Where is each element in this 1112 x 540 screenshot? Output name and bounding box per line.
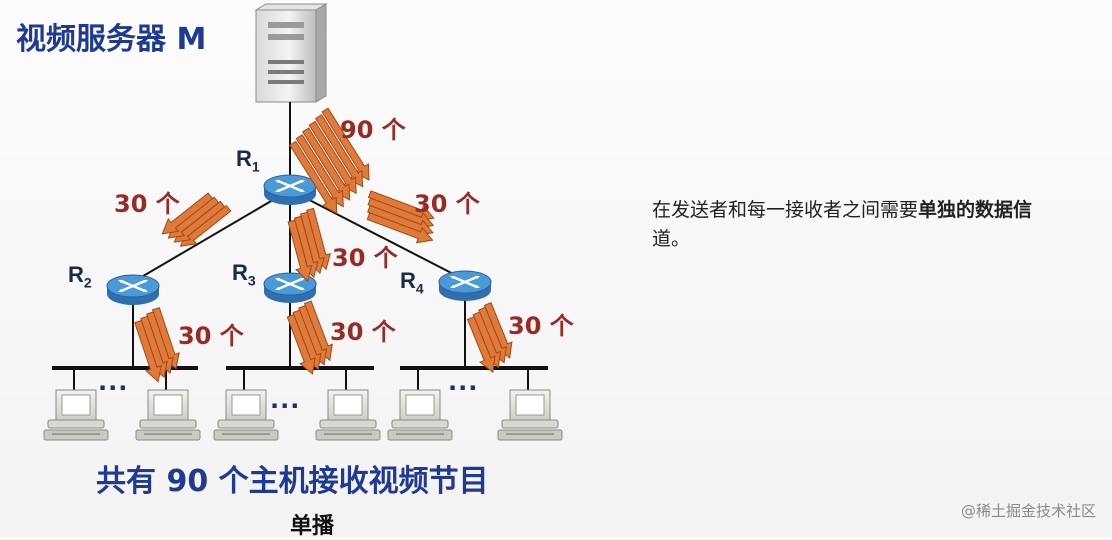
router-r4-label: R4 [400, 268, 424, 297]
count-r1-to-r3: 30 个 [332, 244, 398, 272]
flow-arrow [286, 314, 316, 375]
more-hosts-ellipsis: ··· [448, 374, 479, 402]
router-r2-label: R2 [68, 262, 92, 291]
host-computer-icon [213, 389, 279, 441]
note-bold-text: 单独的数据信 [918, 199, 1033, 221]
flow-arrow [161, 192, 214, 235]
network-links [132, 102, 466, 368]
host-computer-icon [315, 389, 381, 441]
host-computer-icon [387, 389, 453, 441]
count-r1-to-r4: 30 个 [414, 190, 480, 218]
watermark: @稀土掘金技术社区 [960, 502, 1096, 520]
flow-arrow [366, 212, 434, 244]
count-r4-to-lan: 30 个 [508, 312, 574, 340]
page-title: 视频服务器 M [16, 22, 207, 57]
flow-arrow [466, 316, 496, 374]
count-server-to-r1: 90 个 [340, 116, 406, 144]
more-hosts-ellipsis: ··· [98, 374, 129, 402]
count-r2-to-lan: 30 个 [178, 322, 244, 350]
summary-text: 共有 90 个主机接收视频节目 [96, 464, 489, 499]
more-hosts-ellipsis: ··· [270, 392, 301, 420]
router-r1-icon [262, 173, 318, 207]
flow-arrow [302, 127, 351, 201]
host-computer-icon [135, 389, 201, 441]
flow-arrow [289, 140, 338, 215]
count-r1-to-r2: 30 个 [114, 190, 180, 218]
note-tail-text: 道。 [652, 228, 691, 250]
video-server-icon [254, 3, 328, 103]
router-r3-label: R3 [232, 260, 256, 289]
flow-arrow [134, 319, 162, 383]
unicast-note: 在发送者和每一接收者之间需要单独的数据信道。 [652, 196, 1102, 254]
flow-arrow [295, 134, 344, 208]
flow-arrows [134, 107, 513, 383]
router-r1-label: R1 [236, 146, 260, 175]
router-r2-icon [105, 273, 161, 307]
diagram-caption: 单播 [290, 514, 335, 539]
flow-arrow [287, 219, 313, 283]
flow-arrow [314, 114, 364, 188]
flow-arrow [321, 107, 370, 181]
host-computer-icon [497, 389, 563, 441]
router-r4-icon [437, 269, 493, 303]
flow-arrow [308, 120, 357, 195]
count-r3-to-lan: 30 个 [330, 318, 396, 346]
lan-buses [52, 366, 548, 392]
note-text: 在发送者和每一接收者之间需要 [652, 199, 919, 221]
